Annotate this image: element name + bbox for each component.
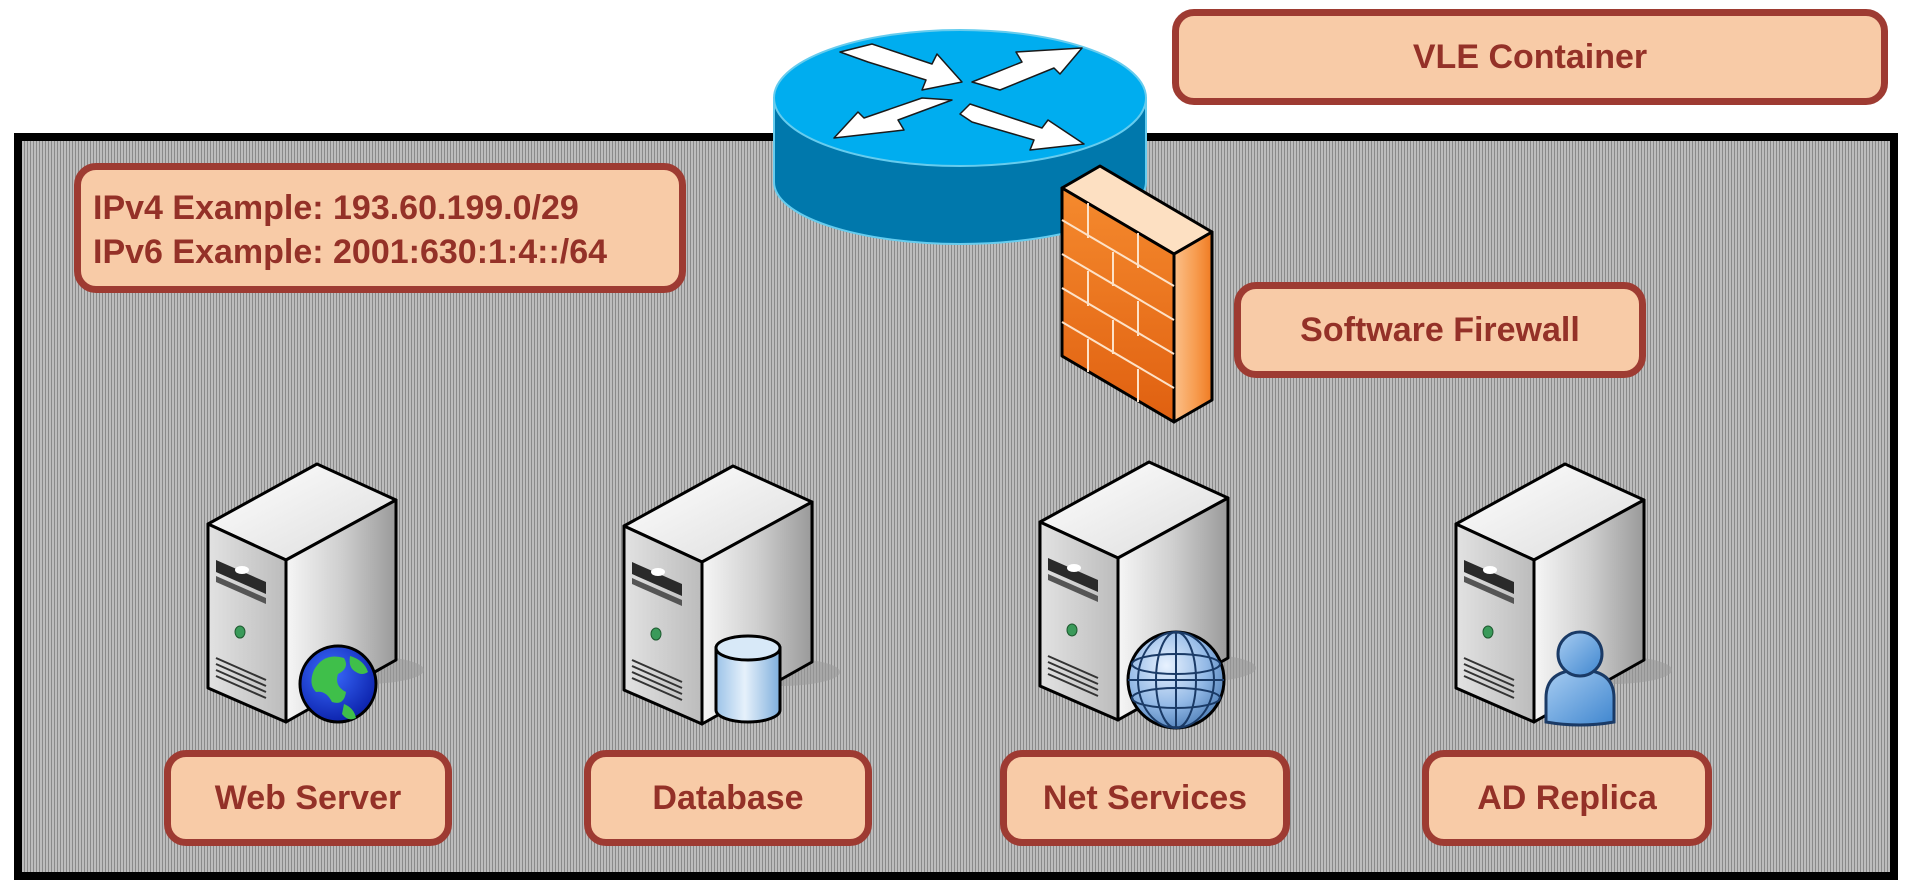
user-icon (1544, 630, 1616, 727)
globe-icon (298, 644, 378, 724)
ipv6-example: IPv6 Example: 2001:630:1:4::/64 (93, 233, 608, 271)
container-label: VLE Container (1172, 9, 1888, 105)
ad-replica-server-icon (1454, 462, 1674, 727)
router-icon (773, 29, 1147, 245)
firewall-icon (1060, 164, 1214, 424)
server-label-ad-replica: AD Replica (1422, 750, 1712, 846)
server-label-database: Database (584, 750, 872, 846)
server-label-web: Web Server (164, 750, 452, 846)
ipv4-example: IPv4 Example: 193.60.199.0/29 (93, 189, 579, 227)
database-icon (714, 634, 782, 724)
net-services-server-icon (1038, 460, 1258, 730)
web-server-icon (206, 462, 426, 724)
ip-address-box: IPv4 Example: 193.60.199.0/29 IPv6 Examp… (74, 163, 686, 293)
server-label-net-services: Net Services (1000, 750, 1290, 846)
firewall-label: Software Firewall (1234, 282, 1646, 378)
database-server-icon (622, 464, 842, 726)
network-globe-icon (1126, 630, 1226, 730)
